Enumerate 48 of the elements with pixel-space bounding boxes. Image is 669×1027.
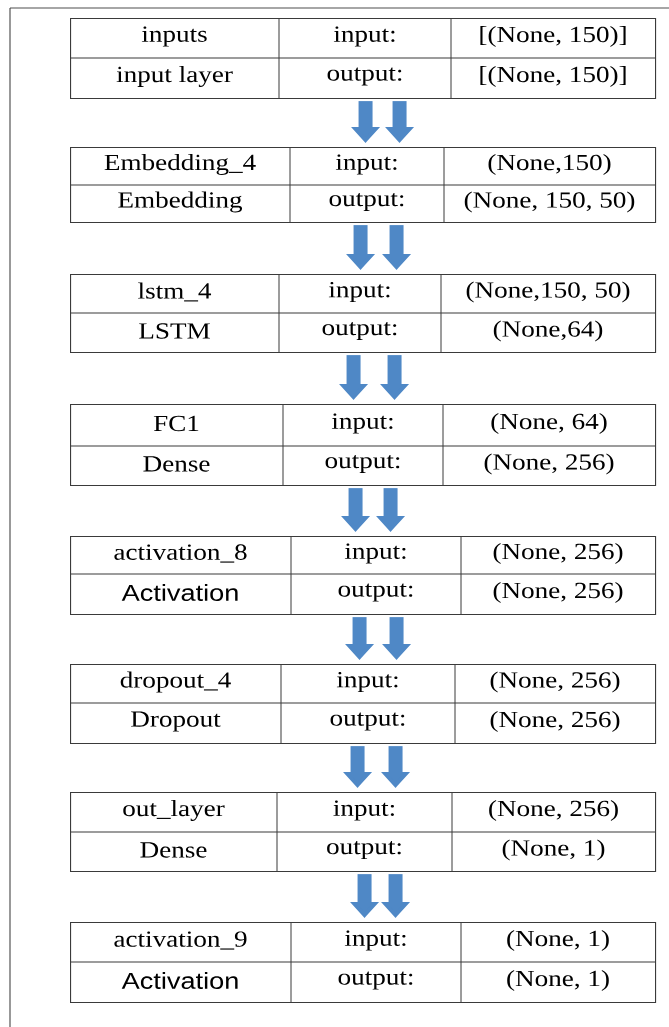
layer-name: inputs: [141, 26, 207, 47]
layer-type: LSTM: [139, 323, 210, 339]
port-label: output:: [338, 971, 413, 990]
shape-value: (None, 64): [491, 413, 607, 434]
port-label: input:: [333, 26, 395, 47]
layer-name: dropout_4: [120, 671, 231, 693]
layer-type: Activation: [121, 972, 238, 989]
port-label: input:: [344, 930, 406, 951]
shape-value: (None, 256): [484, 453, 614, 475]
shape-value: [(None, 150)]: [480, 66, 626, 87]
port-label: output:: [325, 455, 400, 473]
layer-type: Dropout: [131, 711, 221, 732]
layer-type: Dense: [140, 842, 207, 858]
port-label: input:: [344, 543, 406, 564]
layer-name: FC1: [153, 415, 199, 432]
layer-name: out_layer: [123, 800, 225, 821]
layer-type: Embedding: [118, 191, 243, 213]
layer-name: activation_8: [114, 544, 247, 563]
port-label: input:: [328, 281, 390, 303]
port-label: input:: [336, 671, 398, 693]
shape-value: (None, 256): [493, 543, 623, 564]
port-label: output:: [327, 67, 402, 86]
layer-type: Dense: [143, 456, 210, 472]
port-label: input:: [333, 800, 394, 821]
port-label: input:: [331, 413, 393, 434]
layer-name: lstm_4: [138, 282, 212, 302]
shape-value: (None,150, 50): [466, 281, 630, 303]
shape-value: (None, 1): [507, 970, 609, 991]
shape-value: (None, 256): [490, 671, 620, 693]
shape-value: (None, 256): [493, 582, 623, 603]
port-label: output:: [329, 193, 404, 211]
layer-name: activation_9: [114, 931, 247, 950]
shape-value: (None, 256): [489, 800, 618, 821]
port-label: output:: [338, 583, 413, 602]
shape-value: [(None, 150)]: [480, 26, 626, 47]
shape-value: (None, 1): [507, 930, 609, 951]
shape-value: (None, 256): [490, 711, 620, 732]
shape-value: (None, 150, 50): [464, 191, 635, 213]
shape-value: (None,150): [488, 154, 611, 175]
shape-value: (None,64): [493, 320, 603, 342]
port-label: input:: [335, 154, 397, 175]
port-label: output:: [330, 712, 405, 731]
port-label: output:: [327, 841, 401, 859]
layer-name: Embedding_4: [104, 154, 256, 175]
port-label: output:: [322, 322, 397, 340]
layer-type: Activation: [121, 584, 238, 601]
shape-value: (None, 1): [502, 839, 605, 861]
layer-type: input layer: [116, 66, 233, 87]
